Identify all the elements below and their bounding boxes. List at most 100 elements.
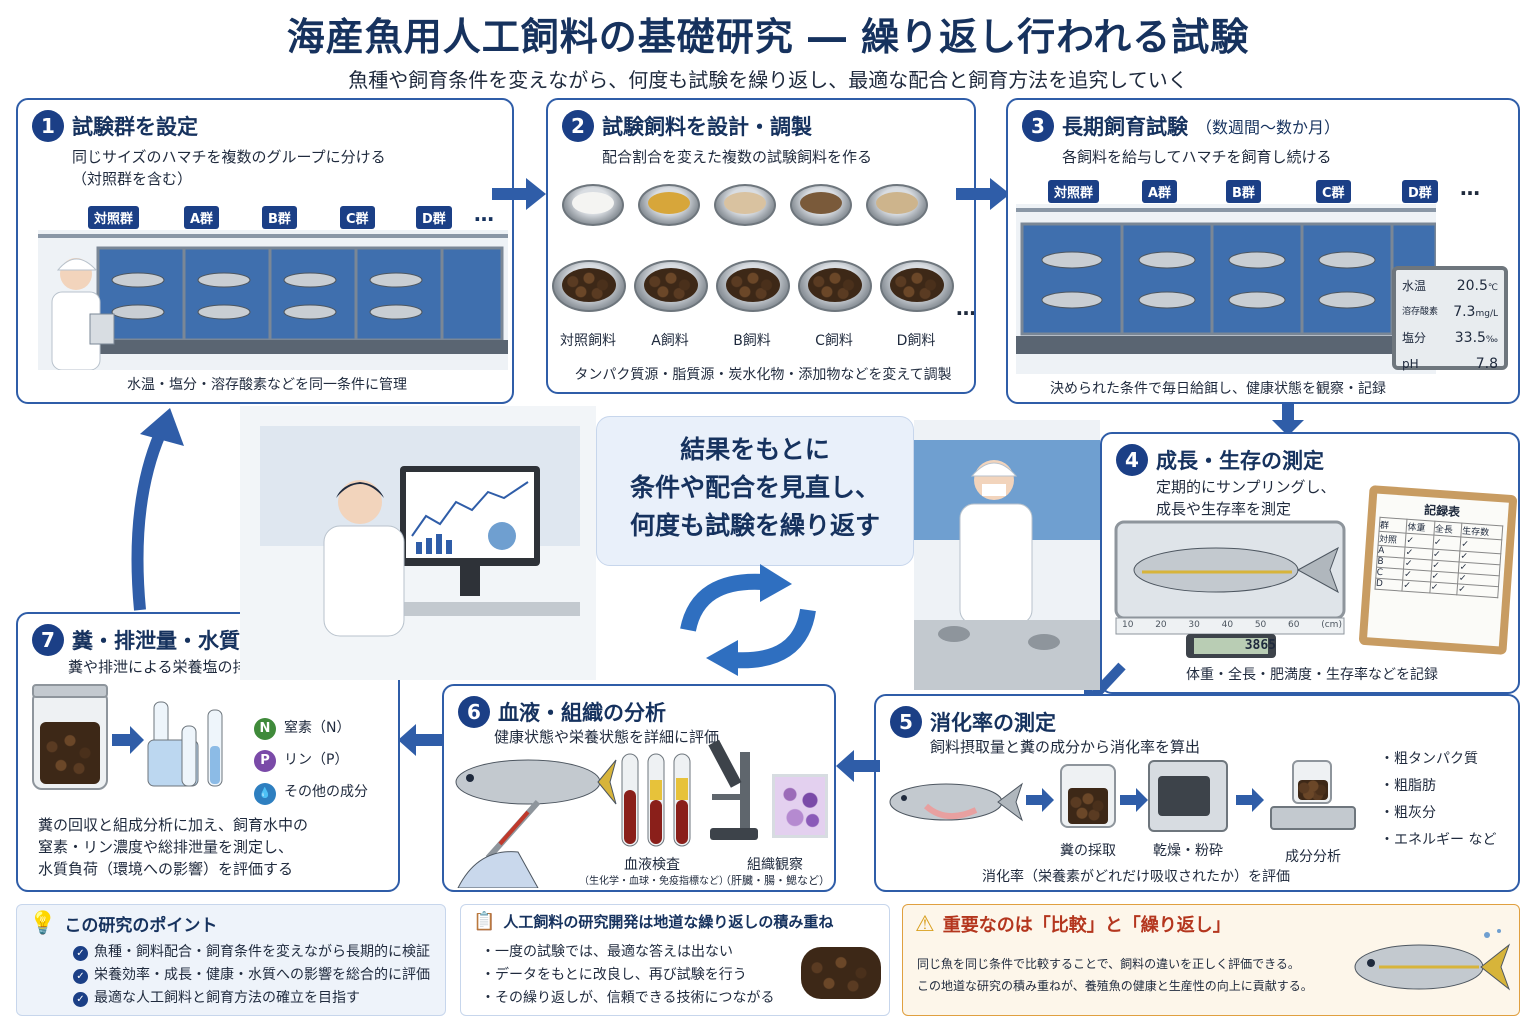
microscope-icon <box>708 739 758 840</box>
nutrient-label: リン（P） <box>284 752 349 768</box>
record-header: 全長 <box>1433 521 1463 538</box>
step6-number: 6 <box>458 696 490 728</box>
step4-desc: 定期的にサンプリングし、 <box>1156 478 1336 496</box>
group-tag-d: D群 <box>416 206 452 229</box>
step6-panel: 6 血液・組織の分析 健康状態や栄養状態を詳細に評価 血液検査 （生化学・血球・… <box>442 684 836 892</box>
water-drop-icon: 💧 <box>254 783 276 805</box>
step2-caption: タンパク質源・脂質源・炭水化物・添加物などを変えて調製 <box>574 367 952 383</box>
clipboard-icon: 📋 <box>473 911 496 932</box>
check-icon: ✓ <box>73 969 88 984</box>
ingredient-bowl <box>562 184 624 226</box>
step1-title: 試験群を設定 <box>72 115 198 139</box>
record-header: 群 <box>1379 517 1408 534</box>
important-title: 重要なのは「比較」と「繰り返し」 <box>942 915 1231 936</box>
nutrient-item-other: 💧その他の成分 <box>254 776 368 808</box>
group-tag-b: B群 <box>262 206 297 229</box>
feed-label-a: A飼料 <box>651 333 689 349</box>
ruler-tick: 20 <box>1155 620 1167 630</box>
center-line-3: 何度も試験を繰り返す <box>629 511 880 540</box>
arrow-left-icon <box>836 750 880 782</box>
step6-title: 血液・組織の分析 <box>498 701 666 725</box>
step1-panel: 1 試験群を設定 同じサイズのハマチを複数のグループに分ける （対照群を含む） … <box>16 98 514 404</box>
tissue-slide <box>772 774 828 838</box>
lightbulb-icon: 💡 <box>29 911 57 936</box>
monitor-unit: ‰ <box>1485 335 1498 345</box>
step5-panel: 5 消化率の測定 飼料摂取量と糞の成分から消化率を算出 糞の採取 乾燥・粉砕 成… <box>874 694 1520 892</box>
step3-desc: 各飼料を給与してハマチを飼育し続ける <box>1062 148 1332 166</box>
component-list: ・粗タンパク質 ・粗脂肪 ・粗灰分 ・エネルギー など <box>1380 746 1496 854</box>
water-tubes-illustration <box>147 701 223 787</box>
step5-number: 5 <box>890 706 922 738</box>
arrow-right-icon <box>956 178 1010 210</box>
center-line-1: 結果をもとに <box>680 435 830 464</box>
group-tag-d: D群 <box>1402 180 1438 203</box>
step2-title: 試験飼料を設計・調製 <box>602 115 812 139</box>
steady-text: データをもとに改良し、再び試験を行う <box>495 967 747 983</box>
tissue-sub: （肝臓・腸・鰓など） <box>720 874 830 887</box>
blood-tubes-illustration <box>621 753 691 847</box>
ruler-tick: 40 <box>1221 620 1234 630</box>
feed-bowl <box>798 260 872 312</box>
points-text: 最適な人工飼料と飼育方法の確立を目指す <box>94 990 360 1006</box>
important-line-1: 同じ魚を同じ条件で比較することで、飼料の違いを正しく評価できる。 <box>917 957 1300 971</box>
steady-item: ・データをもとに改良し、再び試験を行う <box>481 967 747 983</box>
record-row-label: 対照 <box>1378 531 1407 548</box>
feces-sample-jar <box>32 684 108 790</box>
points-title: この研究のポイント <box>64 916 218 936</box>
step7-caption-2: 窒素・リン濃度や総排泄量を測定し、 <box>38 838 294 856</box>
fish-tanks-illustration <box>38 230 508 370</box>
step5-title: 消化率の測定 <box>930 711 1056 735</box>
steady-text: その繰り返しが、信頼できる技術につながる <box>495 990 775 1006</box>
cycle-arrows-icon <box>680 564 816 676</box>
component-label: 粗灰分 <box>1394 805 1436 821</box>
step4-caption: 体重・全長・肥満度・生存率などを記録 <box>1186 667 1438 683</box>
monitor-value-ph: 7.8 <box>1475 356 1498 372</box>
step5-caption: 消化率（栄養素がどれだけ吸収されたか）を評価 <box>982 869 1290 885</box>
points-item: ✓最適な人工飼料と飼育方法の確立を目指す <box>73 987 430 1010</box>
monitor-label-ph: pH <box>1402 357 1419 371</box>
arrow-right-icon <box>1236 788 1264 812</box>
feed-bowl <box>716 260 790 312</box>
more-groups: … <box>474 202 494 226</box>
arrow-up-curved-icon <box>131 408 184 611</box>
blood-test-sub: （生化学・血球・免疫指標など） <box>579 876 729 887</box>
step3-title: 長期飼育試験 <box>1062 115 1188 139</box>
points-box: 💡 この研究のポイント ✓魚種・飼料配合・飼育条件を変えながら長期的に検証 ✓栄… <box>16 904 446 1016</box>
record-clipboard: 記録表 群 体重 全長 生存数 対照✓✓✓ A✓✓✓ B✓✓✓ C✓✓✓ D✓✓… <box>1358 485 1518 655</box>
points-text: 魚種・飼料配合・飼育条件を変えながら長期的に検証 <box>94 944 430 960</box>
points-item: ✓魚種・飼料配合・飼育条件を変えながら長期的に検証 <box>73 941 430 964</box>
phosphorus-icon: P <box>254 750 276 772</box>
points-item: ✓栄養効率・成長・健康・水質への影響を総合的に評価 <box>73 964 430 987</box>
steady-text: 一度の試験では、最適な答えは出ない <box>495 944 733 960</box>
tissue-label: 組織観察 <box>747 857 803 873</box>
arrow-left-icon <box>398 724 442 756</box>
measuring-tray-illustration <box>1114 520 1346 658</box>
component-label: エネルギー など <box>1394 832 1497 848</box>
important-box: ⚠ 重要なのは「比較」と「繰り返し」 同じ魚を同じ条件で比較することで、飼料の違… <box>902 904 1520 1016</box>
ingredient-bowl <box>714 184 776 226</box>
step2-desc: 配合割合を変えた複数の試験飼料を作る <box>602 148 873 166</box>
component-label: 粗脂肪 <box>1394 778 1436 794</box>
monitor-value-do: 7.3 <box>1453 304 1476 320</box>
steady-box: 📋 人工飼料の研究開発は地道な繰り返しの積み重ね ・一度の試験では、最適な答えは… <box>460 904 890 1016</box>
label-component-analysis: 成分分析 <box>1285 849 1341 865</box>
ruler-tick: 50 <box>1254 620 1267 630</box>
step7-caption-1: 糞の回収と組成分析に加え、飼育水中の <box>38 816 309 834</box>
feed-label-c: C飼料 <box>815 333 853 349</box>
scale-readout: 3865 <box>1244 638 1276 653</box>
step4-title: 成長・生存の測定 <box>1156 449 1324 473</box>
label-drying: 乾燥・粉砕 <box>1153 843 1223 859</box>
feed-label-control: 対照飼料 <box>560 333 616 349</box>
step3-duration: （数週間〜数か月） <box>1196 118 1341 137</box>
fish-dissected-illustration <box>889 782 1023 822</box>
ingredient-bowl <box>790 184 852 226</box>
step3-panel: 3 長期飼育試験 （数週間〜数か月） 各飼料を給与してハマチを飼育し続ける 対照… <box>1006 98 1520 404</box>
warning-icon: ⚠ <box>915 911 935 937</box>
component-item: ・粗脂肪 <box>1380 778 1436 794</box>
step3-number: 3 <box>1022 110 1054 142</box>
steady-item: ・一度の試験では、最適な答えは出ない <box>481 944 733 960</box>
ruler-tick: 30 <box>1188 620 1200 630</box>
feed-label-d: D飼料 <box>896 333 936 349</box>
blood-test-label: 血液検査 <box>624 857 680 873</box>
arrow-right-icon <box>1026 788 1054 812</box>
